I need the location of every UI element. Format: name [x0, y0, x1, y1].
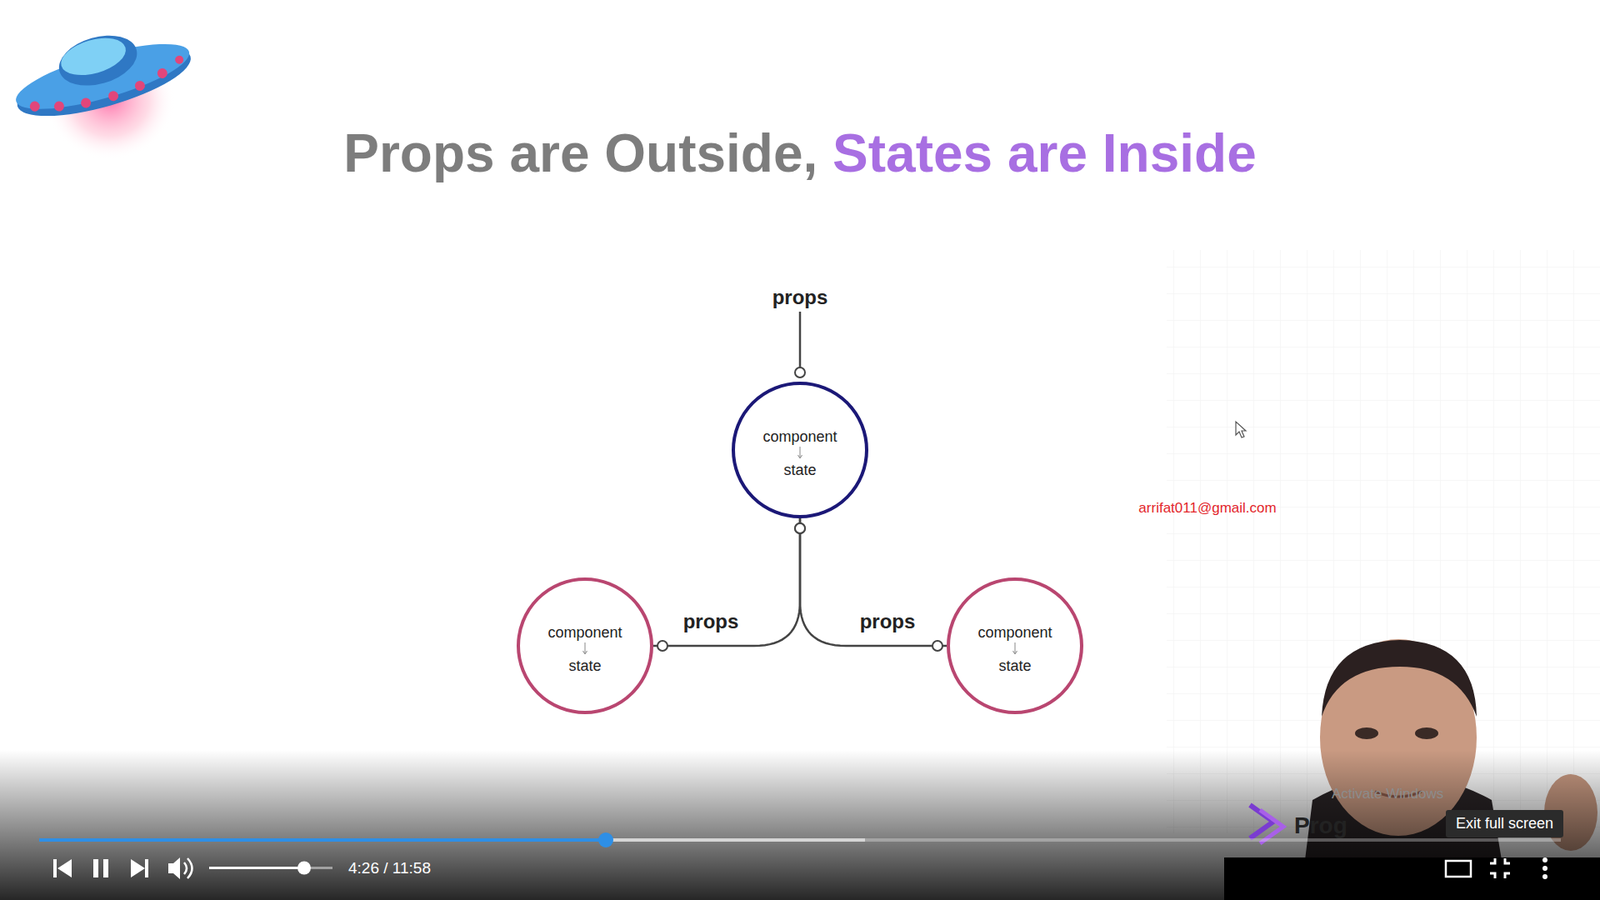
- prog-logo: [1250, 805, 1284, 844]
- circle-outline: [516, 577, 654, 715]
- connector-port: [657, 640, 668, 651]
- component-circle: component state: [731, 381, 869, 519]
- connector-port: [795, 523, 805, 534]
- component-circle: component state: [946, 577, 1084, 715]
- node-text: state: [516, 656, 654, 675]
- player-shade: [0, 750, 1600, 900]
- props-connector-group: [653, 518, 805, 651]
- tooltip: Exit full screen: [1445, 810, 1564, 838]
- mouse-cursor: [1235, 421, 1246, 438]
- circle-outline: [946, 577, 1084, 715]
- top-props-wire: [795, 311, 805, 378]
- props-label: props: [772, 285, 829, 310]
- edge-label: props: [680, 610, 742, 634]
- node-text: state: [731, 460, 869, 480]
- component-circle: component state: [516, 577, 654, 715]
- player-black-box: [1224, 857, 1600, 900]
- connector-port: [795, 523, 805, 534]
- props-connector-group: [795, 518, 947, 651]
- brand-text: Prog: [1294, 810, 1348, 840]
- slide-title: Props are Outside, States are Inside: [0, 123, 1600, 184]
- title-text: Props are Outside, States are Inside: [343, 123, 1257, 184]
- email-watermark: arrifat011@gmail.com: [1138, 499, 1276, 517]
- node-text: component: [731, 427, 869, 446]
- edge-label: props: [857, 610, 919, 634]
- ufo-icon: [5, 13, 198, 160]
- node-text: state: [946, 656, 1084, 675]
- os-watermark: Activate Windows: [1331, 785, 1444, 803]
- circle-outline: [731, 381, 869, 519]
- props-connector: [800, 518, 947, 646]
- connector-port: [932, 640, 943, 651]
- node-text: component: [516, 623, 654, 642]
- node-text: component: [946, 623, 1084, 642]
- player-controls: [53, 857, 1548, 880]
- props-connector: [653, 518, 800, 646]
- time-display: 4:26 / 11:58: [348, 858, 431, 879]
